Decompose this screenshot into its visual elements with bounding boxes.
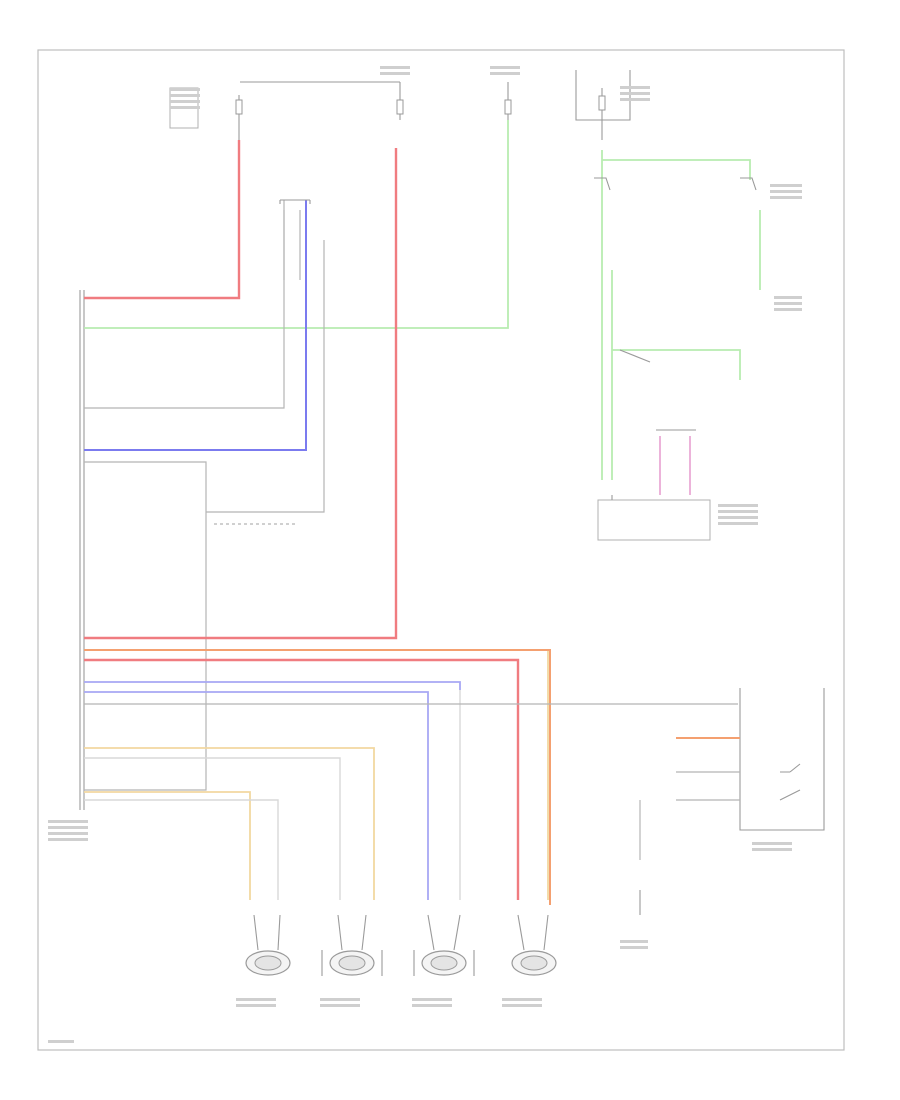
wire-blue-1 <box>84 200 307 451</box>
right-connector <box>597 429 711 541</box>
wire-tan-2 <box>84 747 375 900</box>
label-marks <box>48 66 802 1043</box>
wire-blue-2 <box>84 681 461 690</box>
wire-red-2 <box>84 148 398 640</box>
wire-tan-1 <box>84 649 549 900</box>
sensor-front-left <box>245 914 291 976</box>
wire-green-1 <box>84 120 509 329</box>
wire-gray-2 <box>84 461 207 791</box>
switch-module <box>639 688 825 915</box>
fuse-block-center <box>240 81 404 120</box>
wire-gray-3 <box>206 240 325 513</box>
wire-lgr-3 <box>84 799 279 900</box>
sensor-rear-right <box>321 914 383 976</box>
abs-control-module-connector <box>79 290 85 810</box>
wire-orange-1 <box>84 649 551 905</box>
connector-c1 <box>279 199 311 280</box>
diagram-frame <box>37 49 845 1051</box>
wire-lgr-2 <box>84 757 341 900</box>
wire-tan-3 <box>84 791 251 900</box>
wire-gray-1 <box>84 200 285 409</box>
wire-blue-3 <box>84 691 429 900</box>
fuse-block-right <box>504 82 512 120</box>
brake-switch-cluster <box>575 70 761 480</box>
sensor-front-right <box>511 914 557 976</box>
sensor-rear-left <box>413 914 475 976</box>
wire-red-3 <box>84 658 520 900</box>
wire-red-1 <box>84 140 241 300</box>
